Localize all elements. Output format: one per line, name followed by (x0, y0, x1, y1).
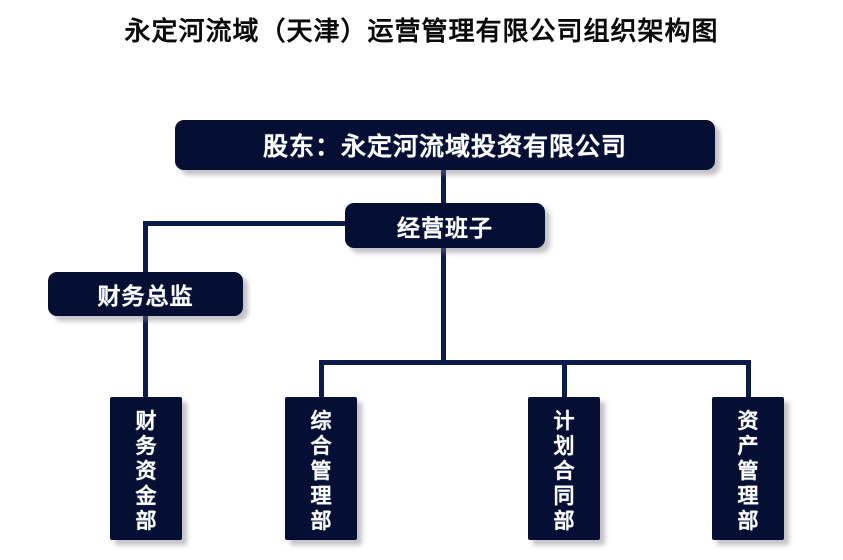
node-finance-funds-dept-label: 财务资金部 (135, 410, 157, 533)
node-planning-contract-dept-label: 计划合同部 (553, 410, 575, 533)
connector-bus-to-contract-dept (562, 360, 567, 399)
node-general-management-dept-label: 综合管理部 (310, 410, 332, 533)
node-cfo[interactable]: 财务总监 (48, 272, 243, 316)
connector-bus-to-asset-dept (746, 360, 751, 399)
node-asset-management-dept[interactable]: 资产管理部 (712, 397, 784, 540)
page-title: 永定河流域（天津）运营管理有限公司组织架构图 (124, 17, 719, 46)
connector-bus-to-general-dept (319, 360, 324, 399)
node-management-team[interactable]: 经营班子 (345, 203, 545, 248)
connector-management-to-cfo-vertical (143, 221, 148, 275)
node-general-management-dept[interactable]: 综合管理部 (285, 397, 357, 540)
node-finance-funds-dept[interactable]: 财务资金部 (110, 397, 182, 540)
connector-shareholder-to-management (441, 170, 446, 204)
node-planning-contract-dept[interactable]: 计划合同部 (528, 397, 600, 540)
node-management-team-label: 经营班子 (397, 214, 493, 241)
connector-cfo-to-finance-dept (143, 314, 148, 399)
connector-department-bus (319, 360, 751, 365)
connector-management-to-bus (441, 248, 446, 364)
node-shareholder[interactable]: 股东：永定河流域投资有限公司 (175, 120, 715, 170)
connector-management-to-cfo-horizontal (143, 221, 347, 226)
node-asset-management-dept-label: 资产管理部 (737, 410, 759, 533)
node-cfo-label: 财务总监 (97, 283, 194, 309)
node-shareholder-label: 股东：永定河流域投资有限公司 (262, 133, 627, 161)
